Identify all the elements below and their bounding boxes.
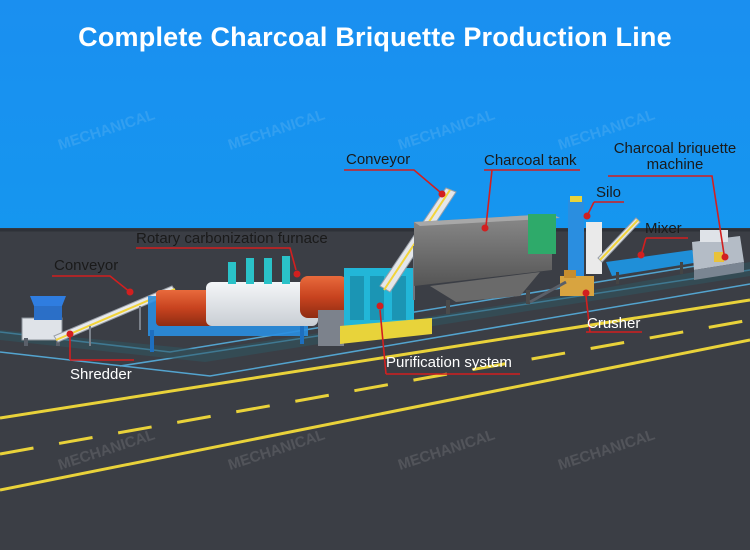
leader-dot-conveyor-middle bbox=[438, 190, 446, 198]
shredder-machine bbox=[21, 296, 66, 346]
leader-charcoal-tank-v bbox=[485, 169, 493, 227]
leader-mixer-v bbox=[641, 237, 647, 253]
label-briquette-machine: Charcoal briquette machine bbox=[604, 141, 746, 172]
leader-lines bbox=[52, 169, 729, 375]
leader-dot-conveyor-left bbox=[126, 288, 134, 296]
leader-rotary-furnace bbox=[136, 247, 297, 271]
leader-dot-purification bbox=[376, 302, 384, 310]
leader-dot-rotary-furnace bbox=[293, 270, 301, 278]
leader-dot-crusher bbox=[582, 289, 590, 297]
leader-dot-shredder bbox=[66, 330, 74, 338]
leader-dot-mixer bbox=[637, 251, 645, 259]
silo bbox=[568, 196, 602, 280]
label-rotary-furnace: Rotary carbonization furnace bbox=[136, 230, 328, 247]
label-mixer: Mixer bbox=[645, 220, 682, 237]
label-silo: Silo bbox=[596, 184, 622, 201]
rotary-carbonization-furnace bbox=[148, 256, 348, 352]
label-purification: Purification system bbox=[386, 354, 512, 371]
mixer bbox=[597, 217, 700, 284]
label-crusher: Crusher bbox=[587, 315, 641, 332]
purification-system bbox=[318, 268, 432, 346]
label-charcoal-tank: Charcoal tank bbox=[484, 152, 577, 169]
leader-crusher-v bbox=[585, 295, 591, 333]
label-briquette-machine-line2: machine bbox=[646, 156, 704, 173]
leader-silo-v bbox=[587, 201, 595, 215]
road-lines bbox=[0, 298, 750, 492]
sky-background bbox=[0, 0, 750, 232]
leader-conveyor-middle bbox=[344, 169, 441, 193]
label-conveyor-left: Conveyor bbox=[54, 257, 119, 274]
leader-briquette-machine bbox=[608, 175, 725, 255]
charcoal-tank bbox=[414, 214, 560, 314]
label-briquette-machine-line1: Charcoal briquette bbox=[613, 140, 737, 157]
leader-dot-briquette-machine bbox=[721, 253, 729, 261]
label-shredder: Shredder bbox=[70, 366, 132, 383]
label-conveyor-middle: Conveyor bbox=[346, 151, 411, 168]
charcoal-briquette-machine bbox=[692, 230, 744, 280]
leader-conveyor-left bbox=[52, 275, 131, 293]
leader-dot-silo bbox=[583, 212, 591, 220]
road-dashes bbox=[0, 318, 750, 456]
page-title: Complete Charcoal Briquette Production L… bbox=[78, 22, 672, 52]
leader-dot-charcoal-tank bbox=[481, 224, 489, 232]
leader-purification-v bbox=[379, 309, 387, 375]
